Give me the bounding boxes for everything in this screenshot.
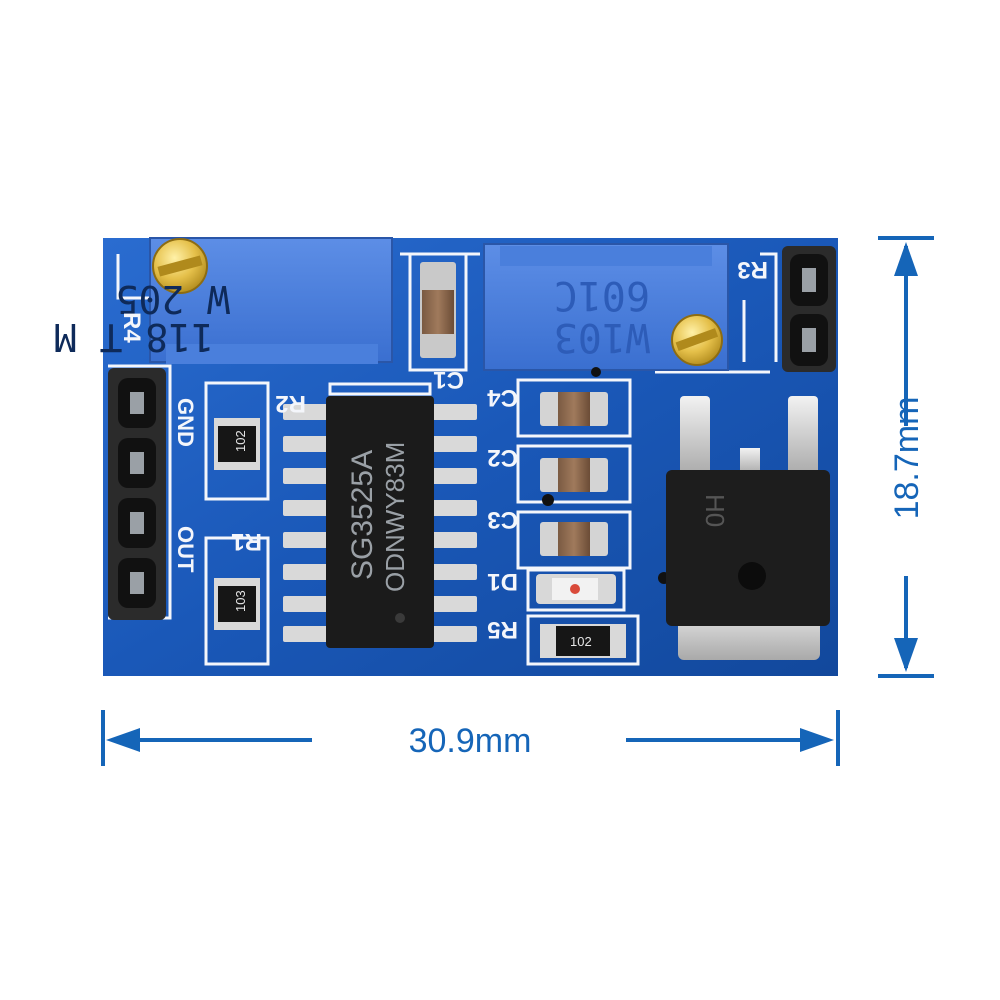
label-out: OUT	[173, 526, 198, 573]
pot-left-line2: 118 T M	[54, 315, 214, 359]
dimension-width-label: 30.9mm	[409, 722, 532, 760]
capacitor-c3	[540, 522, 608, 556]
label-r3: R3	[737, 256, 768, 283]
mosfet: H0	[666, 396, 830, 660]
potentiometer-r4: W 205 118 T M	[54, 237, 393, 364]
resistor-r1-code: 103	[233, 590, 248, 612]
label-r5: R5	[487, 616, 518, 643]
label-c4: C4	[487, 384, 518, 411]
resistor-r5: 102	[540, 624, 626, 658]
capacitor-c4	[540, 392, 608, 426]
label-r2: R2	[275, 390, 306, 417]
label-c1: C1	[433, 366, 464, 393]
label-c3: C3	[487, 506, 518, 533]
ic-marking-line2: ODNWY83M	[380, 442, 410, 592]
resistor-r2-code: 102	[233, 430, 248, 452]
potentiometer-r3: 601C W103	[483, 243, 729, 371]
pot-left-line1: W 205	[116, 277, 230, 321]
ic-marking-line1: SG3525A	[346, 450, 379, 580]
dimension-width	[101, 710, 840, 766]
dimension-height	[878, 236, 934, 678]
resistor-r5-code: 102	[570, 634, 592, 649]
pin-header-left	[108, 368, 166, 620]
ic-sg3525a: SG3525A ODNWY83M	[283, 396, 477, 648]
pot-right-line2: W103	[554, 314, 650, 360]
label-gnd: GND	[173, 398, 198, 447]
resistor-r1: 103	[214, 578, 260, 630]
pot-right-line1: 601C	[554, 272, 650, 318]
label-r4: R4	[118, 312, 145, 343]
label-c2: C2	[487, 444, 518, 471]
led-d1	[536, 574, 616, 604]
mosfet-marking: H0	[700, 494, 730, 527]
resistor-r2: 102	[214, 418, 260, 470]
capacitor-c2	[540, 458, 608, 492]
silkscreen-labels: R2 R1 R3 R4 R5 C1 C2 C3 C4 D1 GND OUT	[118, 256, 768, 643]
label-d1: D1	[487, 568, 518, 595]
pin-header-right	[782, 246, 836, 372]
label-r1: R1	[231, 528, 262, 555]
capacitor-c1	[420, 262, 456, 358]
dimension-height-label: 18.7mm	[888, 397, 926, 520]
